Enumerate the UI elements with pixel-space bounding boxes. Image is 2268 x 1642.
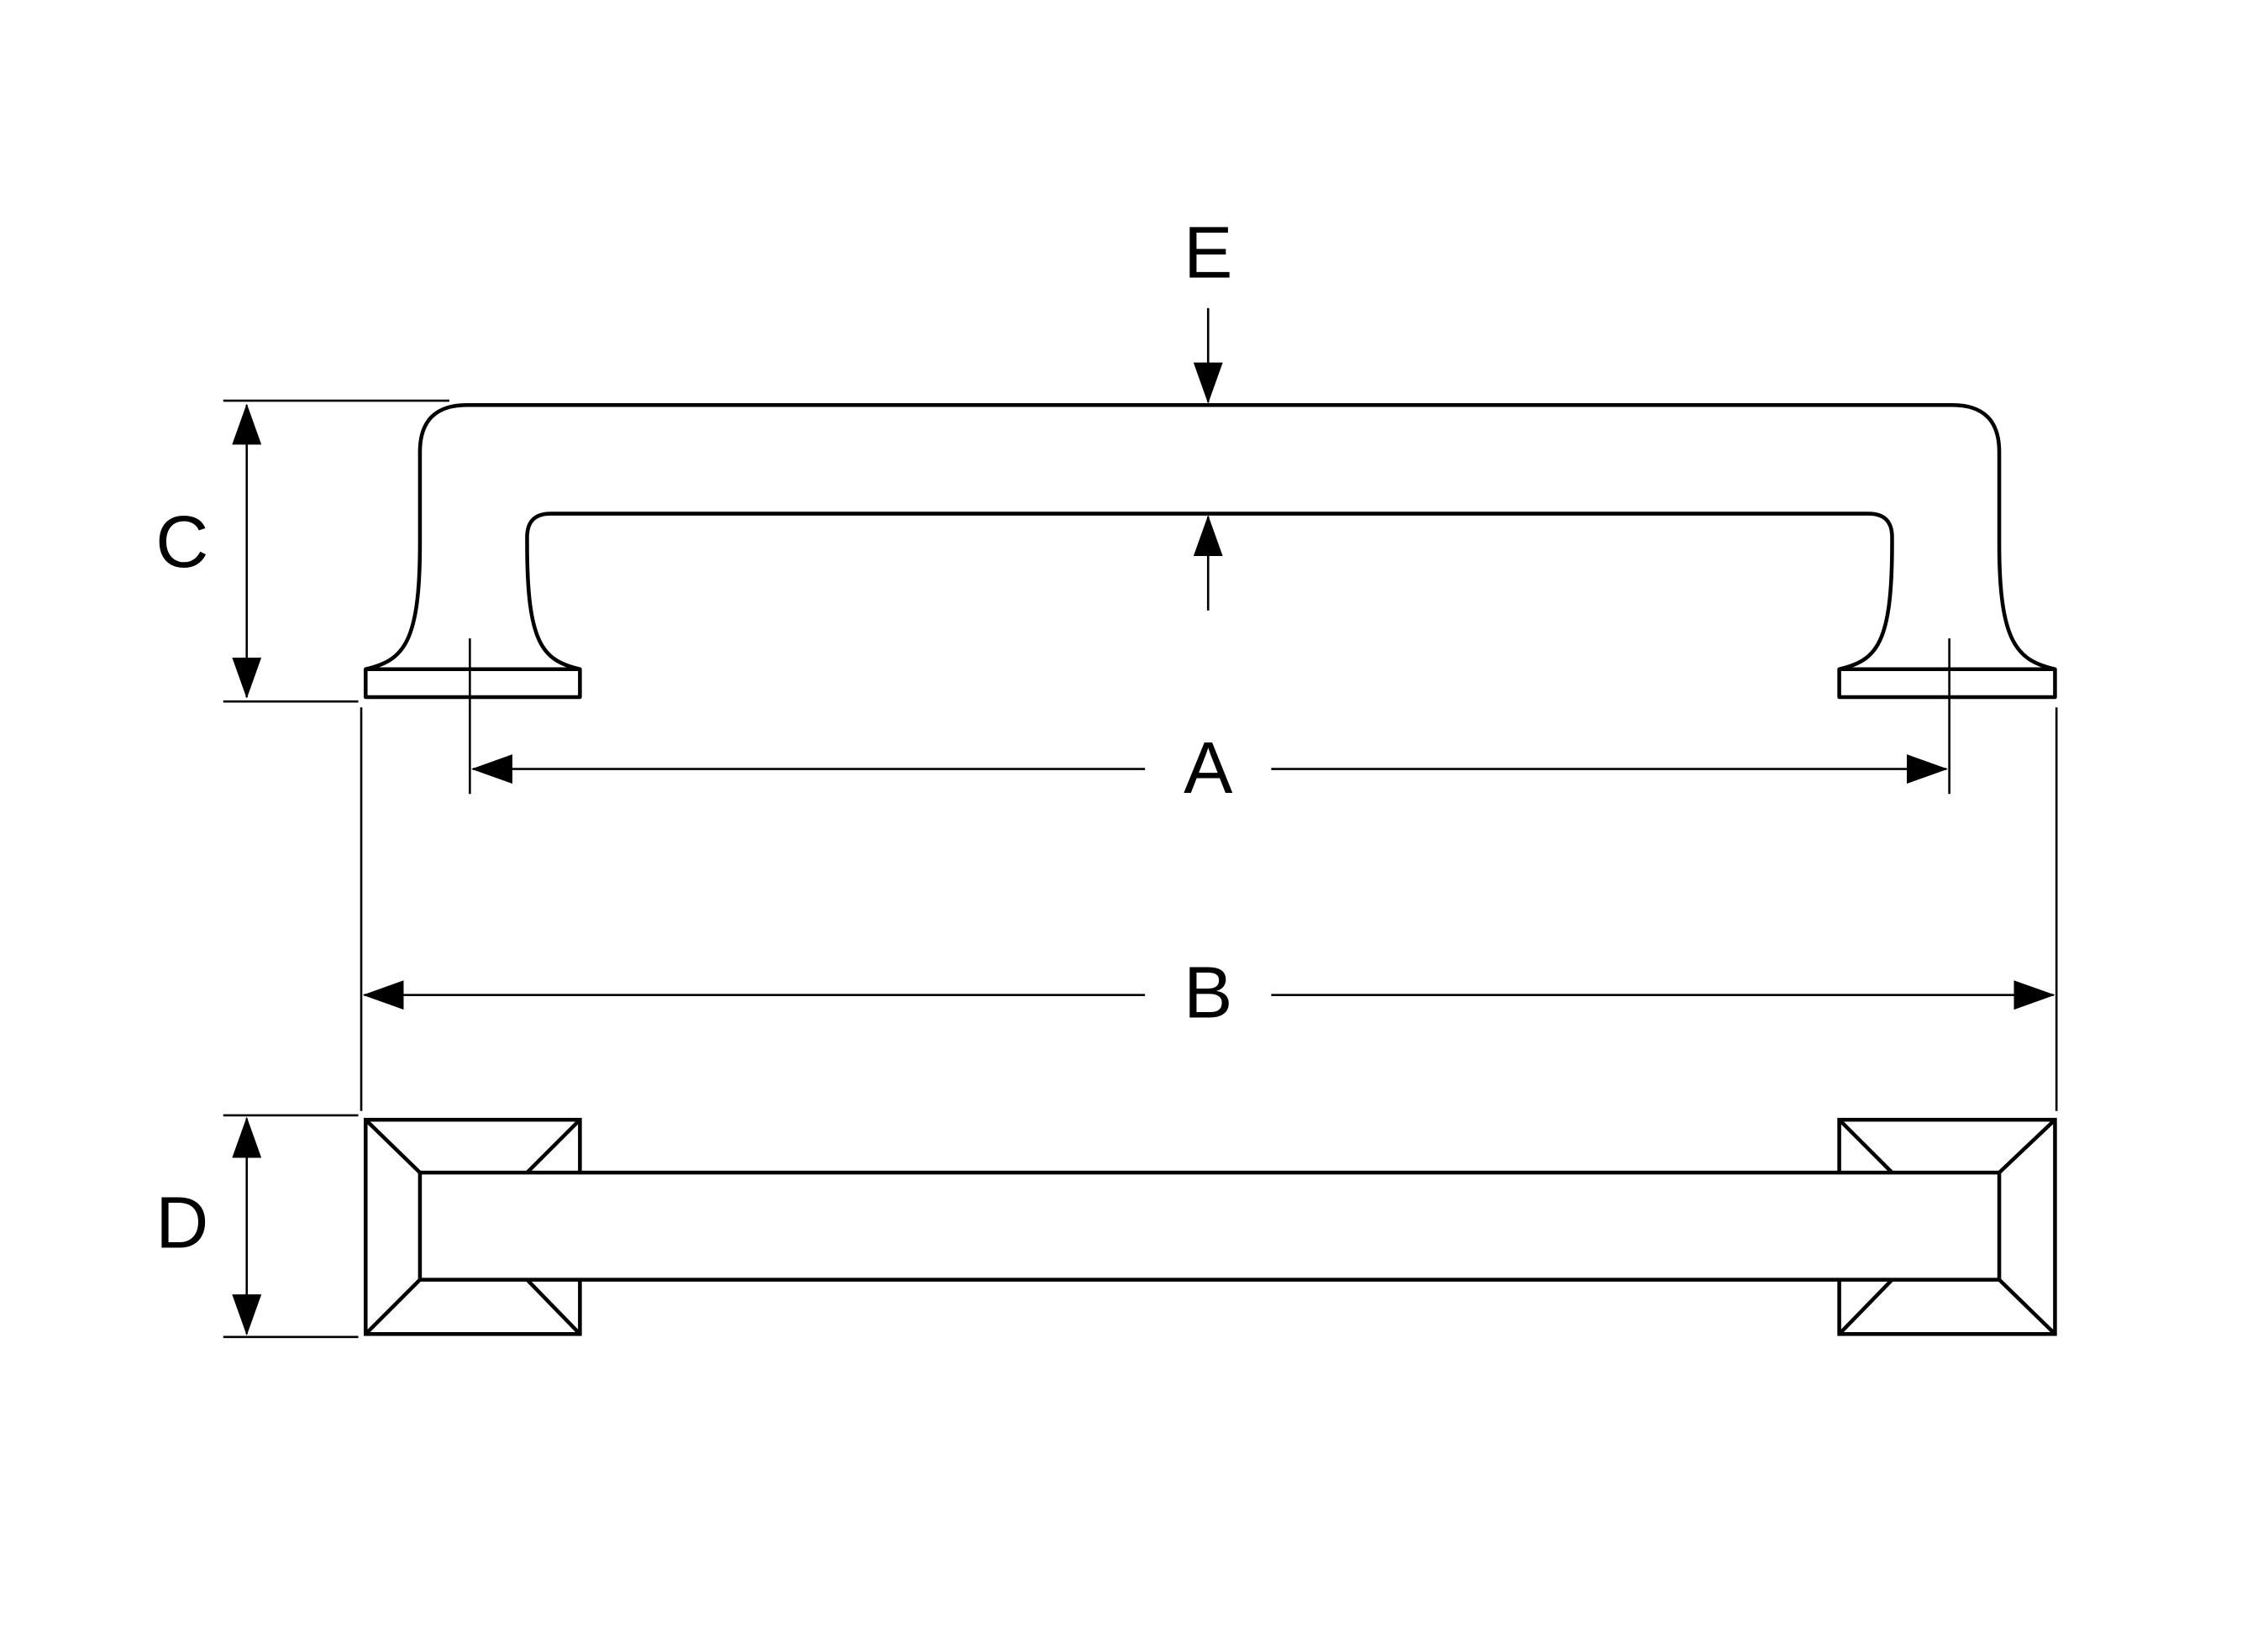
dimension-labels: E C A B D	[155, 212, 1233, 1264]
right-bevel-line	[1837, 1278, 1894, 1335]
handle-bar-top	[417, 1170, 2002, 1282]
label-c: C	[155, 501, 208, 583]
handle-inner-profile	[525, 511, 1894, 671]
left-bevel-line	[525, 1118, 581, 1174]
label-d: D	[155, 1182, 208, 1264]
left-foot-side	[364, 667, 582, 700]
label-b: B	[1184, 951, 1232, 1033]
handle-top-view	[364, 1117, 2057, 1336]
label-e: E	[1184, 212, 1232, 294]
dimension-lines	[232, 307, 2055, 1336]
right-bevel-line	[1837, 1118, 1894, 1174]
right-bevel-line	[1998, 1118, 2057, 1174]
right-bevel-line	[1998, 1278, 2057, 1335]
left-bevel-line	[364, 1278, 422, 1335]
left-bevel-line	[525, 1278, 582, 1335]
handle-side-view	[364, 402, 2057, 700]
left-bevel-line	[364, 1118, 422, 1174]
handle-outer-profile	[365, 402, 2055, 671]
extension-lines	[223, 399, 2058, 1339]
label-a: A	[1184, 727, 1233, 809]
right-foot-side	[1837, 667, 2057, 700]
